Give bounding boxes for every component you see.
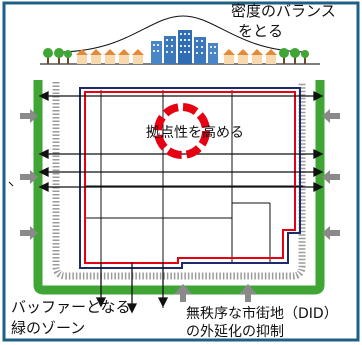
inward-arrow-icon — [239, 284, 257, 302]
inward-arrow-icon — [322, 226, 340, 240]
buffer-zone-label-line1: バッファーとなる — [11, 298, 131, 316]
house-icon — [104, 49, 116, 64]
double-arrow-icon — [38, 181, 324, 193]
double-arrow-icon — [38, 90, 324, 102]
sprawl-control-label-line2: の外延化の抑制 — [186, 324, 284, 340]
building-icon — [178, 30, 192, 64]
rail-track — [52, 82, 306, 280]
strengthen-hub-label: 拠点性を高める — [146, 124, 244, 141]
skyline — [40, 30, 320, 65]
inward-arrow-icon — [20, 226, 38, 240]
expansion-arrows — [38, 90, 324, 193]
house-icon — [118, 49, 130, 64]
tree-icon — [301, 50, 309, 64]
double-arrow-icon — [38, 166, 324, 178]
building-icon — [151, 41, 162, 64]
down-arrow-icon — [95, 262, 107, 308]
inward-arrow-icon — [322, 170, 340, 184]
hub-ring-icon — [154, 103, 210, 159]
down-arrow-icon — [126, 262, 138, 314]
building-icon — [194, 37, 206, 64]
urban-area-boundary — [84, 91, 296, 264]
sprawl-control-label-line1: 無秩序な市街地（DID） — [186, 305, 338, 322]
did-boundary — [79, 87, 301, 269]
buffer-zone-label-line2: 緑のゾーン — [11, 319, 85, 337]
house-icon — [265, 49, 277, 64]
inward-arrows — [20, 109, 340, 302]
outer-frame — [2, 1, 360, 342]
side-ticks — [8, 181, 14, 187]
inward-arrow-icon — [20, 170, 38, 184]
house-icon — [223, 49, 235, 64]
tree-icon — [64, 50, 72, 64]
density-balance-label-line2: をとる — [238, 22, 283, 40]
house-icon — [237, 49, 249, 64]
house-icon — [132, 49, 144, 64]
downward-arrows — [95, 262, 169, 314]
tree-icon — [290, 48, 300, 64]
house-icon — [90, 49, 102, 64]
building-icon — [208, 43, 218, 64]
inward-arrow-icon — [174, 284, 192, 302]
building-icon — [164, 36, 176, 64]
tree-icon — [54, 48, 64, 64]
inward-arrow-icon — [20, 109, 38, 123]
inward-arrow-icon — [322, 109, 340, 123]
tree-icon — [279, 48, 289, 64]
down-arrow-icon — [157, 262, 169, 308]
house-icon — [76, 49, 88, 64]
density-balance-label-line1: 密度のバランス — [231, 2, 336, 20]
density-curve — [61, 15, 305, 53]
house-icon — [251, 49, 263, 64]
tree-icon — [43, 48, 53, 64]
